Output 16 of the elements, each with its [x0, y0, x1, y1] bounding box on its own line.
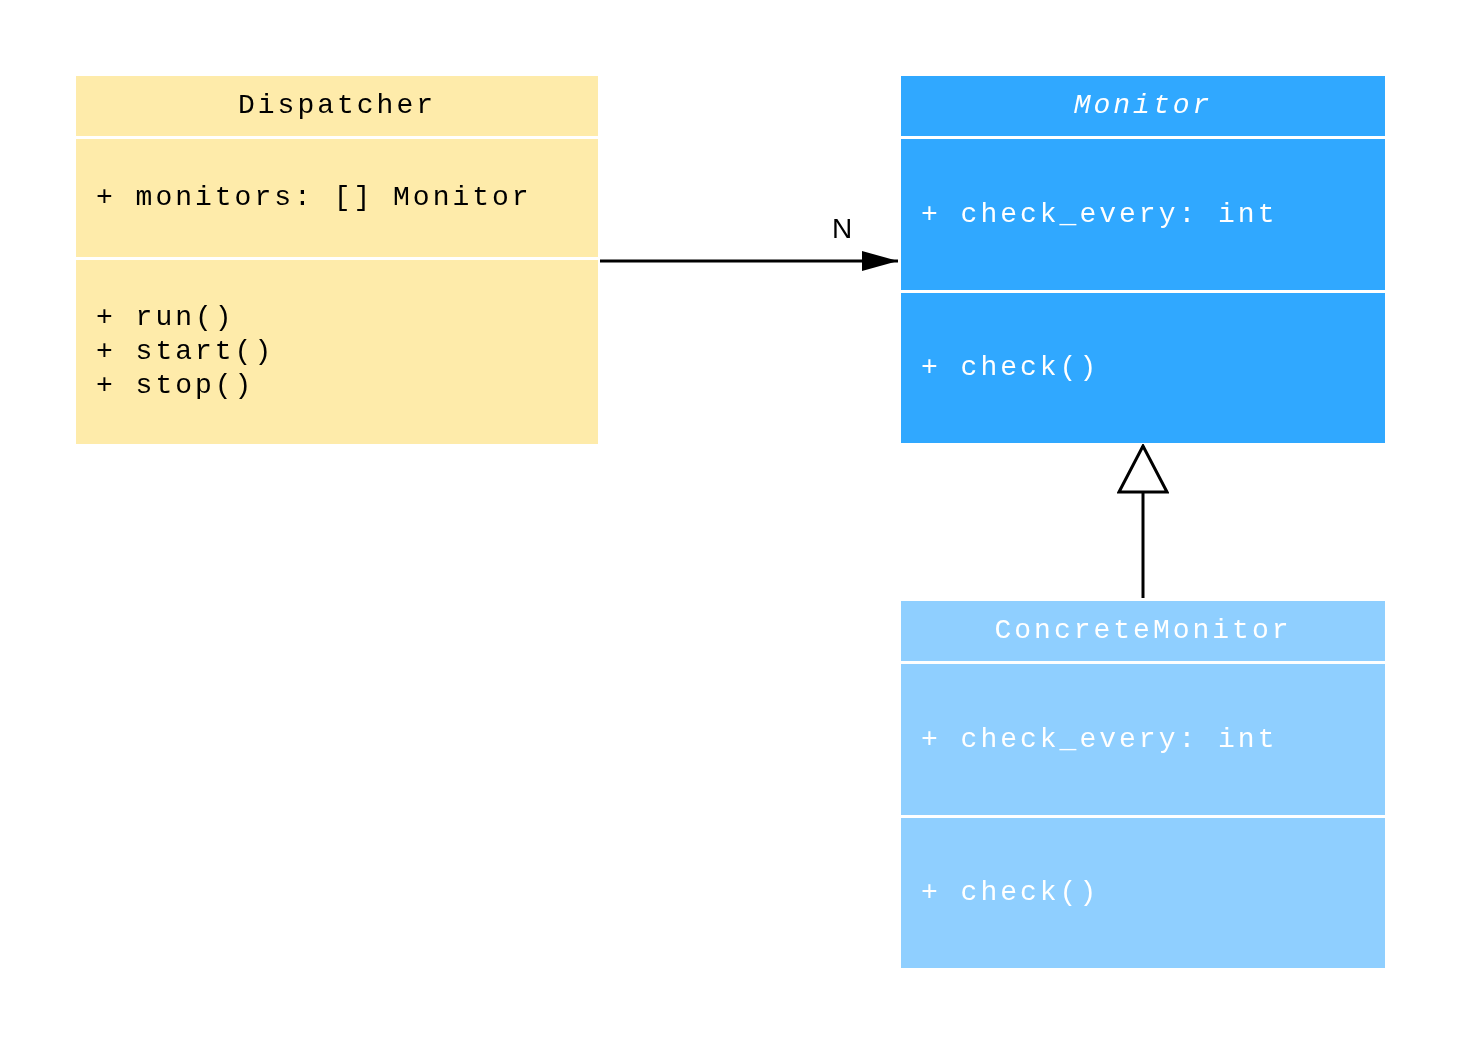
inheritance-arrow [1117, 444, 1169, 598]
method-text: + stop() [96, 369, 256, 403]
class-name: ConcreteMonitor [994, 614, 1292, 648]
class-box [76, 76, 598, 444]
method-text: + check() [921, 351, 1101, 385]
attribute-text: + check_every: int [921, 722, 1279, 757]
method-text: + check() [921, 876, 1101, 910]
method-text: + run() [96, 301, 236, 335]
method-text: + start() [96, 335, 276, 369]
class-name: Monitor [1073, 89, 1213, 123]
class-box [901, 76, 1385, 443]
association-arrow [600, 251, 898, 271]
attribute-text: + check_every: int [921, 197, 1279, 232]
class-box [901, 601, 1385, 968]
attribute-text: + monitors: [] Monitor [96, 181, 533, 215]
class-name: Dispatcher [238, 89, 436, 123]
